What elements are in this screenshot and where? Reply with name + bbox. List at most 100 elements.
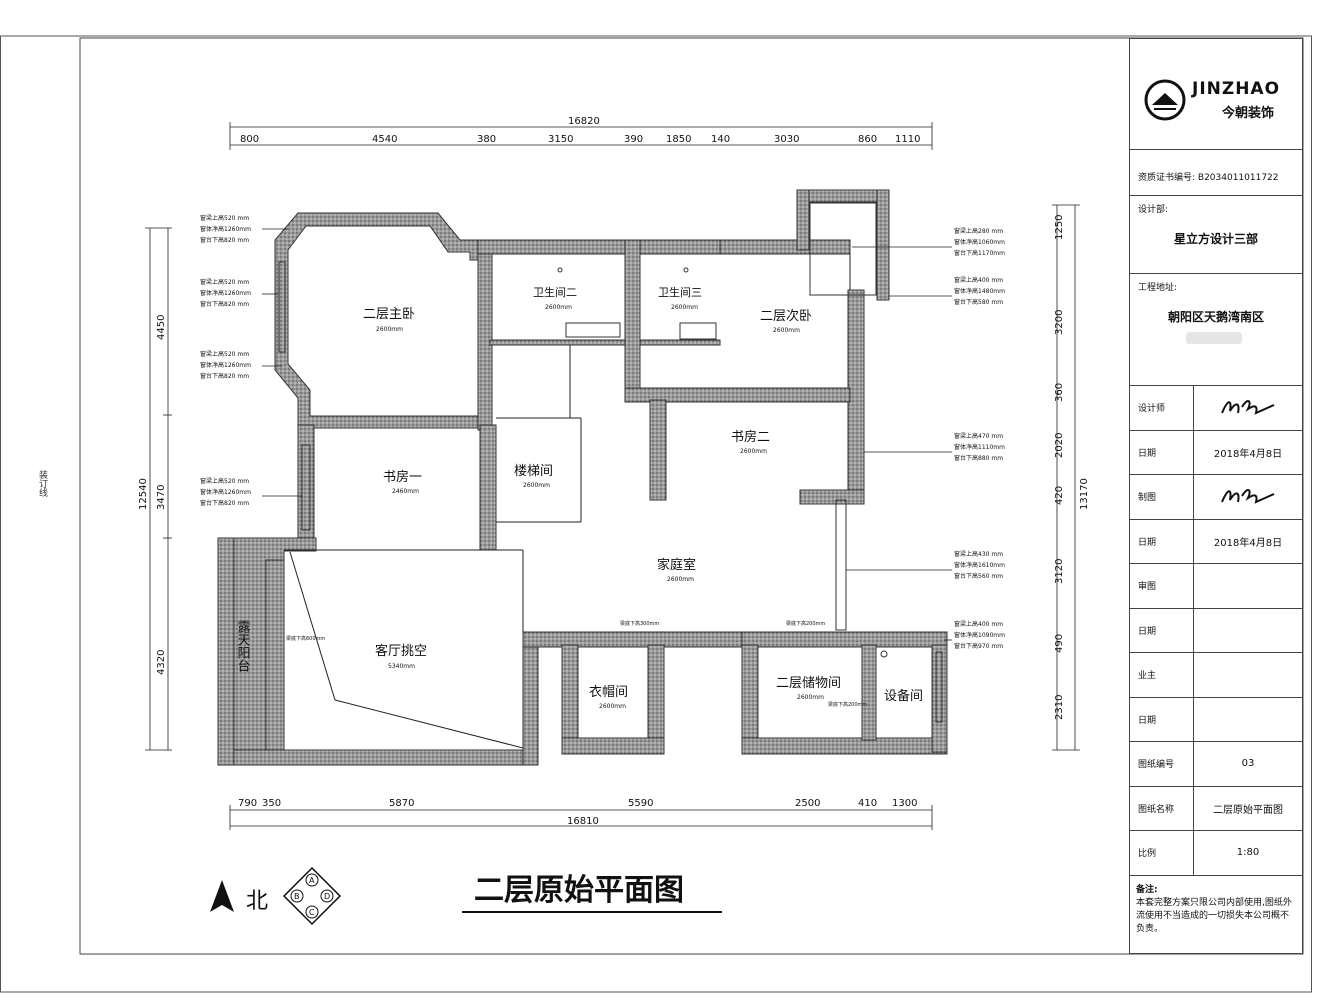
row-drafter: 制图 (1130, 475, 1302, 520)
room-master-bedroom: 二层主卧 (363, 307, 415, 322)
row-date-3: 日期 (1130, 608, 1302, 653)
row-label: 图纸编号 (1130, 742, 1194, 786)
row-value: 2018年4月8日 (1213, 448, 1283, 460)
dim-right: 3200 (1054, 310, 1065, 335)
drain-dot-bath-three (683, 267, 689, 273)
room-study-one-height: 2460mm (392, 488, 419, 495)
dim-left: 4450 (156, 315, 167, 340)
bath-three-tub (679, 322, 717, 340)
window-note-line: 窗梁上高280 mm (954, 227, 1003, 235)
compass-d: D (324, 892, 330, 901)
remarks-text: 本套完整方案只限公司内部使用,图纸外流使用不当造成的一切损失本公司概不负责。 (1136, 897, 1292, 934)
compass-icon: A B D C (282, 866, 342, 926)
bottom-main-wall (522, 631, 769, 648)
dimension-lines: 16820 800 4540 380 3150 390 1850 140 303… (138, 116, 1090, 830)
dim-right: 420 (1054, 486, 1065, 505)
floor-plan (217, 189, 948, 766)
window-note-line: 窗体净高1260mm (200, 361, 251, 369)
room-storage-height: 2600mm (797, 694, 824, 701)
balcony-rail (265, 559, 285, 751)
dim-top: 140 (711, 134, 730, 145)
dim-bottom-total: 16810 (567, 816, 599, 827)
window-note-left-3: 窗梁上高520 mm 窗体净高1260mm 窗台下高820 mm (200, 350, 282, 380)
remarks: 备注: 本套完整方案只限公司内部使用,图纸外流使用不当造成的一切损失本公司概不负… (1130, 876, 1302, 944)
room-labels: 二层主卧 2600mm 卫生间二 2600mm 卫生间三 2600mm 二层次卧… (235, 285, 924, 710)
bath-two-tub (565, 322, 621, 338)
design-dept-value: 星立方设计三部 (1173, 232, 1258, 246)
inner-border (79, 37, 1304, 955)
window-note-line: 窗梁上高520 mm (200, 278, 249, 286)
beam-note-storage-inner: 梁底下高200mm (828, 701, 867, 708)
dim-bottom: 350 (262, 798, 281, 809)
balcony-inner (809, 202, 877, 296)
window-note-line: 窗台下高880 mm (954, 454, 1003, 462)
row-date-4: 日期 (1130, 697, 1302, 742)
window-note-line: 窗体净高1260mm (200, 289, 251, 297)
window-note-line: 窗体净高1110mm (954, 443, 1005, 451)
window-note-line: 窗体净高1260mm (200, 225, 251, 233)
window-note-line: 窗台下高820 mm (200, 372, 249, 380)
dim-right: 360 (1054, 383, 1065, 402)
beam-note-cloak: 梁底下高300mm (620, 620, 659, 627)
bottom-main-wall-right (741, 631, 948, 648)
row-scale: 比例 1:80 (1130, 831, 1302, 876)
equipment-window (935, 651, 943, 723)
row-label: 日期 (1130, 519, 1194, 563)
dim-right: 2310 (1054, 695, 1065, 720)
window-note-line: 窗梁上高520 mm (200, 477, 249, 485)
row-value: 2018年4月8日 (1213, 537, 1283, 549)
window-note-line: 窗台下高820 mm (200, 236, 249, 244)
dim-top: 390 (624, 134, 643, 145)
window-note-right-3: 窗梁上高470 mm 窗体净高1110mm 窗台下高880 mm (864, 432, 1005, 462)
second-bedroom-wall-top (719, 239, 851, 255)
row-reviewer: 审图 (1130, 564, 1302, 609)
window-note-line: 窗台下高970 mm (954, 642, 1003, 650)
dim-right: 490 (1054, 634, 1065, 653)
window-note-line: 窗梁上高400 mm (954, 620, 1003, 628)
row-value: 二层原始平面图 (1213, 804, 1283, 816)
compass-b: B (294, 892, 300, 901)
row-value: 03 (1241, 758, 1255, 770)
study-one-wall-left (297, 424, 315, 541)
equipment-wall-right (931, 644, 948, 753)
row-label: 日期 (1130, 608, 1194, 652)
window-note-line: 窗梁上高400 mm (954, 276, 1003, 284)
brand-cn: 今朝装饰 (1222, 106, 1275, 121)
drain-dot-bath-two (557, 267, 563, 273)
study-two-wall-right-thin (835, 499, 847, 631)
design-dept-label: 设计部: (1138, 205, 1169, 215)
room-study-two: 书房二 (731, 429, 770, 445)
dim-top: 860 (858, 134, 877, 145)
dim-top: 380 (477, 134, 496, 145)
window-note-right-5: 窗梁上高400 mm 窗体净高1090mm 窗台下高970 mm (944, 620, 1005, 650)
row-label: 设计师 (1130, 386, 1194, 430)
project-address-value: 朝阳区天鹅湾南区 (1167, 310, 1264, 324)
row-label: 制图 (1130, 475, 1194, 519)
room-stairs-height: 2600mm (523, 482, 550, 489)
row-date-2: 日期 2018年4月8日 (1130, 519, 1302, 564)
window-note-line: 窗台下高560 mm (954, 572, 1003, 580)
room-cloakroom-height: 2600mm (599, 703, 626, 710)
signature-icon (1221, 488, 1275, 504)
dim-top: 1850 (666, 134, 691, 145)
window-note-left-1: 窗梁上高520 mm 窗体净高1260mm 窗台下高820 mm (200, 214, 288, 244)
storage-wall-middle (861, 644, 877, 741)
redacted-address (1186, 332, 1242, 344)
north-arrow-icon (210, 880, 234, 912)
window-note-line: 窗体净高1480mm (954, 287, 1005, 295)
window-note-line: 窗梁上高430 mm (954, 550, 1003, 558)
living-void-diagonal-1 (289, 551, 336, 701)
designer-signature (1194, 386, 1302, 430)
room-bathroom-three: 卫生间三 (658, 285, 702, 299)
room-bathroom-three-height: 2600mm (671, 304, 698, 311)
row-value (1194, 609, 1302, 653)
room-balcony: 露天阳台 (235, 620, 251, 672)
outdoor-balcony-bottom-wall (217, 749, 539, 766)
room-master-bedroom-height: 2600mm (376, 326, 403, 333)
outdoor-balcony-left-wall (217, 537, 235, 766)
compass-a: A (309, 876, 315, 885)
room-second-bedroom-height: 2600mm (773, 327, 800, 334)
window-note-line: 窗梁上高520 mm (200, 214, 249, 222)
window-note-left-4: 窗梁上高520 mm 窗体净高1260mm 窗台下高820 mm (200, 477, 302, 507)
dim-top: 4540 (372, 134, 397, 145)
